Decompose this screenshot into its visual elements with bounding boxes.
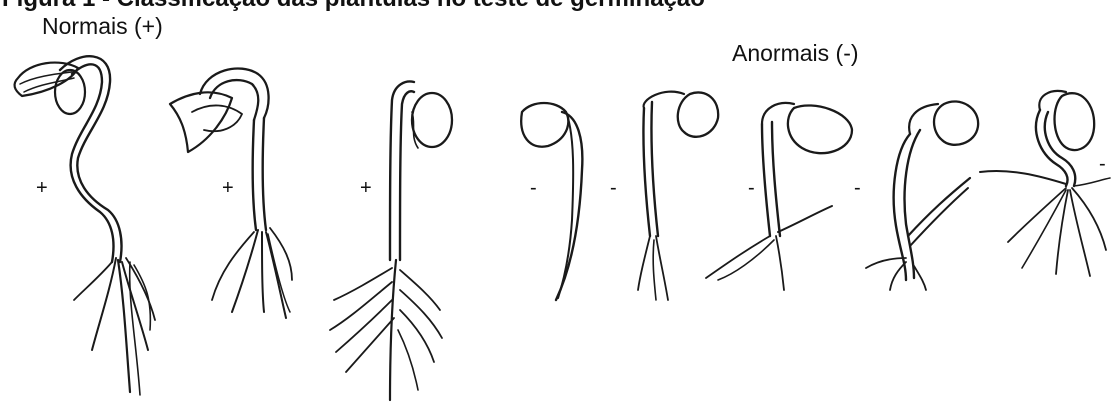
seedling-2: [170, 68, 292, 318]
seedling-3: [330, 82, 452, 400]
seedling-6: [706, 103, 852, 290]
seedling-7: [866, 101, 978, 290]
seedling-4: [521, 103, 582, 300]
seedling-8: [980, 91, 1110, 276]
seedling-5: [638, 92, 718, 300]
seedling-1: [15, 56, 155, 395]
